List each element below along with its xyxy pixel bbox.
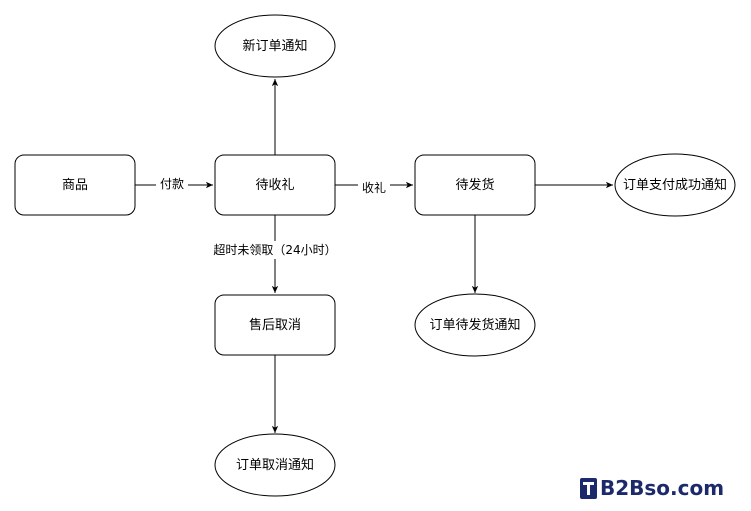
node-pending-ship-label: 待发货 — [455, 177, 494, 193]
node-new-order-notify: 新订单通知 — [214, 14, 336, 78]
node-pending-ship: 待发货 — [414, 154, 536, 216]
node-aftersale-cancel-label: 售后取消 — [249, 317, 301, 333]
watermark-logo: B2Bso.com — [580, 476, 724, 500]
edge-label-receive: 收礼 — [362, 180, 386, 195]
node-pending-ship-notify-label: 订单待发货通知 — [429, 317, 520, 333]
node-goods-label: 商品 — [62, 178, 88, 193]
node-aftersale-cancel: 售后取消 — [214, 294, 336, 356]
node-goods: 商品 — [14, 154, 136, 216]
node-cancel-notify-label: 订单取消通知 — [236, 457, 314, 473]
edge-label-timeout: 超时未领取（24小时） — [213, 242, 336, 257]
node-pending-receive-label: 待收礼 — [255, 177, 294, 193]
node-pay-success-notify-label: 订单支付成功通知 — [623, 177, 727, 193]
node-cancel-notify: 订单取消通知 — [214, 433, 336, 497]
node-new-order-notify-label: 新订单通知 — [242, 38, 307, 54]
t-logo-icon — [580, 477, 597, 499]
node-pending-receive: 待收礼 — [214, 154, 336, 216]
watermark-text: B2Bso.com — [600, 476, 725, 500]
node-pending-ship-notify: 订单待发货通知 — [414, 293, 536, 357]
edge-label-pay: 付款 — [160, 177, 184, 191]
node-pay-success-notify: 订单支付成功通知 — [614, 153, 736, 217]
